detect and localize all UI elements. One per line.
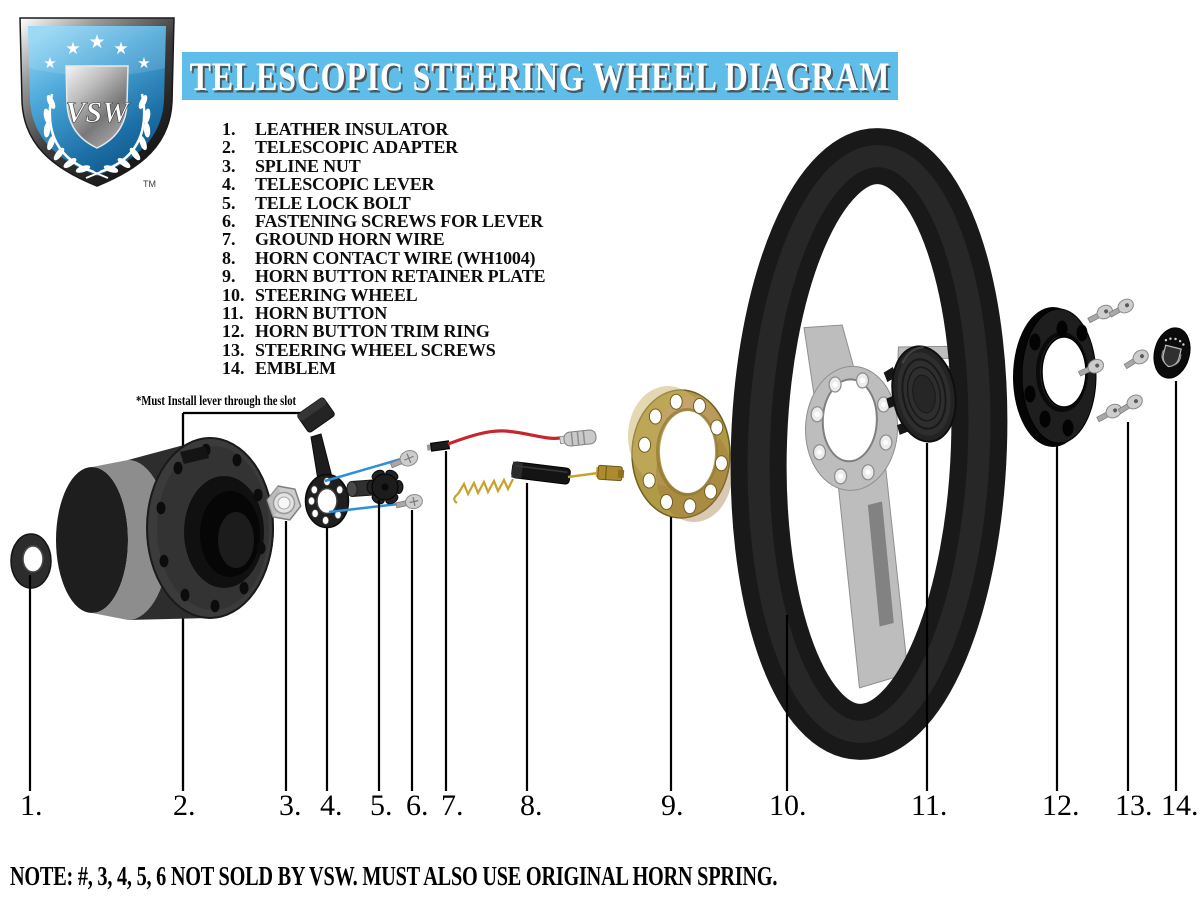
part-label: HORN CONTACT WIRE (WH1004) [255, 247, 536, 268]
part-number: 2. [222, 137, 236, 158]
part-number: 13. [222, 339, 245, 360]
part-label: GROUND HORN WIRE [255, 229, 445, 250]
parts-list-item-9: 9. HORN BUTTON RETAINER PLATE [222, 266, 546, 287]
star-icon: ★ [137, 54, 150, 72]
part-number: 6. [222, 211, 236, 232]
parts-list-item-6: 6. FASTENING SCREWS FOR LEVER [222, 211, 545, 232]
trademark-symbol: TM [143, 179, 156, 189]
callout-number-7: 7. [441, 789, 464, 822]
parts-list-item-1: 1. LEATHER INSULATOR [222, 119, 545, 139]
callout-number-3: 3. [279, 789, 302, 822]
callout-number-2: 2. [173, 789, 196, 822]
retainer-plate-holes [638, 393, 728, 515]
parts-list-item-14: 14. EMBLEM [222, 358, 545, 379]
parts-list-item-12: 12. HORN BUTTON TRIM RING [222, 321, 545, 342]
bolt-star-knob [366, 469, 404, 505]
part-label: EMBLEM [255, 358, 336, 379]
part-10-steering-wheel [730, 128, 1008, 760]
callout-number-4: 4. [320, 789, 343, 822]
parts-list-item-2: 2. TELESCOPIC ADAPTER [222, 137, 545, 158]
part-label: LEATHER INSULATOR [255, 119, 449, 139]
logo-stars: ★ ★ ★ ★ ★ [43, 31, 150, 72]
part-number: 10. [222, 284, 245, 305]
callout-number-14: 14. [1161, 789, 1199, 822]
parts-list-item-13: 13. STEERING WHEEL SCREWS [222, 339, 545, 360]
parts-list-item-3: 3. SPLINE NUT [222, 155, 545, 176]
part-14-emblem [1153, 327, 1191, 379]
part-label: FASTENING SCREWS FOR LEVER [255, 211, 544, 232]
vsw-logo: ★ ★ ★ ★ ★ VSW T [19, 17, 175, 189]
adapter-lever-slot [180, 446, 209, 464]
part-label: SPLINE NUT [255, 155, 361, 176]
parts-list-item-11: 11. HORN BUTTON [222, 303, 545, 324]
title-banner: TELESCOPIC STEERING WHEEL DIAGRAM [182, 52, 898, 100]
part-6-fastening-screws [389, 450, 423, 510]
star-icon: ★ [88, 31, 105, 53]
adapter-bolt-holes [156, 443, 266, 613]
callout-number-13: 13. [1115, 789, 1153, 822]
callout-number-11: 11. [911, 789, 948, 822]
part-3-spline-nut [266, 485, 302, 521]
laurel-wreath-icon [43, 93, 151, 179]
page-title: TELESCOPIC STEERING WHEEL DIAGRAM [189, 53, 891, 99]
callout-number-8: 8. [520, 789, 543, 822]
part-number: 3. [222, 155, 236, 176]
part-label: TELESCOPIC ADAPTER [255, 137, 458, 158]
star-icon: ★ [43, 54, 56, 72]
parts-list-item-5: 5. TELE LOCK BOLT [222, 192, 545, 213]
part-label: STEERING WHEEL SCREWS [255, 339, 496, 360]
part-number: 12. [222, 321, 245, 342]
callout-number-1: 1. [20, 789, 43, 822]
parts-list-item-8: 8. HORN CONTACT WIRE (WH1004) [222, 247, 545, 268]
part-12-trim-ring [1013, 307, 1097, 447]
part-number: 7. [222, 229, 236, 250]
parts-list-item-7: 7. GROUND HORN WIRE [222, 229, 545, 250]
part-2-telescopic-adapter [56, 437, 274, 620]
part-number: 5. [222, 192, 236, 213]
logo-inner-shield: VSW [65, 65, 131, 149]
parts-list-item-4: 4. TELESCOPIC LEVER [222, 174, 545, 195]
part-4-telescopic-lever [297, 397, 350, 529]
part-7-ground-horn-wire [426, 429, 597, 452]
part-5-tele-lock-bolt [346, 469, 404, 505]
parts-list-item-10: 10. STEERING WHEEL [222, 284, 545, 305]
trim-ring-holes [1024, 320, 1088, 437]
part-number: 9. [222, 266, 236, 287]
part-label: HORN BUTTON TRIM RING [255, 321, 490, 342]
footer-note: NOTE: #, 3, 4, 5, 6 NOT SOLD BY VSW. MUS… [10, 861, 778, 891]
logo-brand-text: VSW [65, 96, 131, 129]
star-icon: ★ [65, 39, 80, 59]
emblem-stars [1164, 337, 1185, 346]
lever-slot-annotation: *Must Install lever through the slot [136, 394, 297, 409]
part-number: 8. [222, 247, 236, 268]
part-9-retainer-plate [628, 386, 732, 522]
part-1-leather-insulator [10, 533, 52, 589]
emblem-shield-icon [1162, 344, 1182, 368]
part-label: HORN BUTTON RETAINER PLATE [255, 266, 546, 287]
callout-number-5: 5. [370, 789, 393, 822]
part-13-steering-wheel-screws [1077, 298, 1149, 423]
part-8-horn-contact-wire [453, 461, 625, 504]
part-label: TELE LOCK BOLT [255, 192, 411, 213]
part-number: 4. [222, 174, 236, 195]
part-number: 11. [222, 303, 244, 324]
callout-number-12: 12. [1042, 789, 1080, 822]
part-label: HORN BUTTON [255, 303, 387, 324]
wheel-center-boss [805, 365, 899, 491]
part-number: 14. [222, 358, 245, 379]
callout-number-10: 10. [769, 789, 807, 822]
assembly-guide-lines [324, 457, 408, 514]
callout-number-9: 9. [661, 789, 684, 822]
part-number: 1. [222, 119, 236, 139]
star-icon: ★ [113, 39, 128, 59]
callout-number-6: 6. [406, 789, 429, 822]
callout-lines [28, 381, 1178, 791]
lever-holes [307, 477, 344, 525]
part-label: TELESCOPIC LEVER [255, 174, 435, 195]
part-11-horn-button [883, 345, 957, 443]
part-label: STEERING WHEEL [255, 284, 418, 305]
